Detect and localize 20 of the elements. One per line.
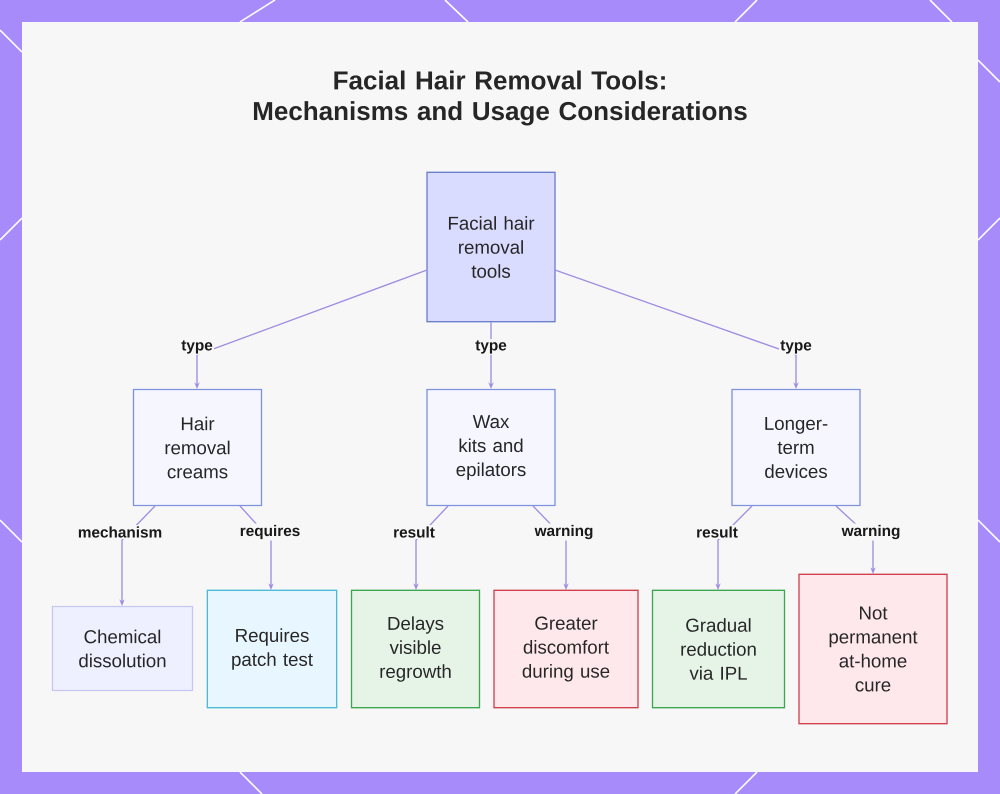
- edge-label: warning: [840, 524, 902, 541]
- edge-label: type: [180, 339, 214, 355]
- concept-box: Wax kits and epilators: [426, 388, 556, 506]
- edge-label: result: [392, 525, 436, 539]
- concept-box: Facial hair removal tools: [426, 172, 556, 322]
- concept-box: Chemical dissolution: [52, 606, 194, 692]
- edge-label: requires: [238, 524, 302, 540]
- edge-label: type: [778, 339, 814, 355]
- concept-box: Greater discomfort during use: [493, 590, 639, 708]
- title: Facial Hair Removal Tools: Mechanisms and Usage Considerations: [254, 70, 747, 126]
- concept-box: Hair removal creams: [132, 388, 262, 506]
- edge-label: warning: [533, 524, 595, 541]
- edge-label: mechanism: [76, 525, 164, 539]
- concept-box: Gradual reduction via IPL: [652, 590, 786, 708]
- concept-box: Requires patch test: [206, 590, 338, 708]
- edge-label: result: [694, 525, 740, 539]
- concept-box: Longer-term devices: [731, 388, 861, 506]
- concept-box: Delays visible regrowth: [350, 590, 480, 708]
- edge-label: type: [474, 339, 508, 355]
- concept-box: Not permanent at-home cure: [798, 574, 948, 724]
